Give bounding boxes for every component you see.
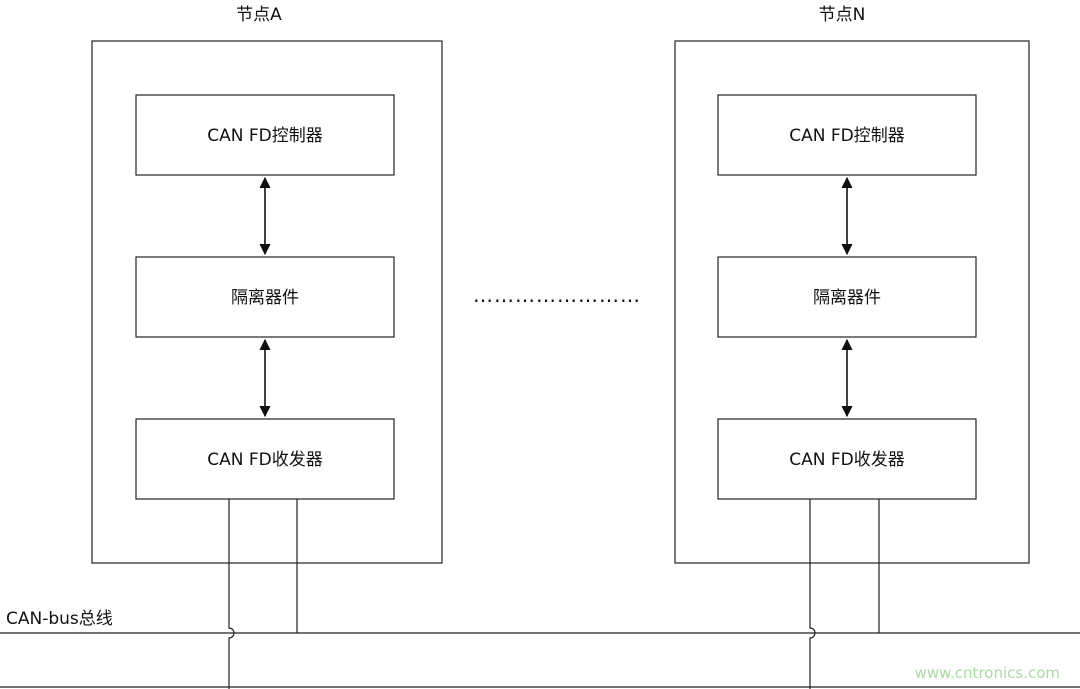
node-n-transceiver-label: CAN FD收发器 [789,450,905,470]
node-a-transceiver-label: CAN FD收发器 [207,450,323,470]
node-n-controller-label: CAN FD控制器 [789,126,905,146]
node-a: 节点A CAN FD控制器 隔离器件 CAN FD收发器 [91,5,443,689]
node-a-isolator [135,256,395,338]
node-n: 节点N CAN FD控制器 隔离器件 CAN FD收发器 [674,5,1030,689]
node-n-can-fd-controller [717,94,977,176]
can-bus-label: CAN-bus总线 [6,609,113,629]
watermark-text: www.cntronics.com [915,664,1060,682]
node-a-isolator-label: 隔离器件 [231,288,299,308]
more-nodes-ellipsis: …………………… [473,283,641,307]
node-a-can-fd-transceiver [135,418,395,500]
node-n-title: 节点N [819,5,866,25]
node-n-isolator [717,256,977,338]
node-a-controller-label: CAN FD控制器 [207,126,323,146]
node-n-isolator-label: 隔离器件 [813,288,881,308]
node-a-title: 节点A [236,5,282,25]
node-n-can-fd-transceiver [717,418,977,500]
node-a-can-fd-controller [135,94,395,176]
